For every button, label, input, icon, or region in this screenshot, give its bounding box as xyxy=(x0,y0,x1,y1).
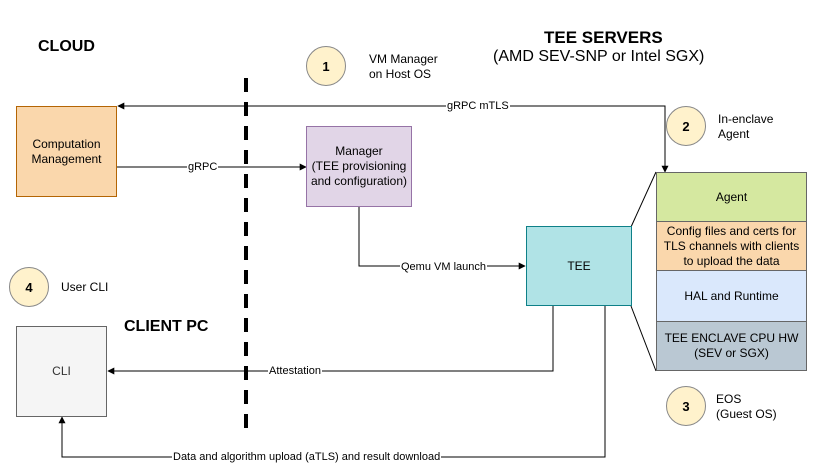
marker-4: 4 xyxy=(9,267,49,307)
marker-3-number: 3 xyxy=(682,398,690,414)
grpc-mtls-edge xyxy=(117,102,669,173)
qemu-edge xyxy=(358,207,526,270)
zoom-line-top xyxy=(630,171,657,228)
marker-1-number: 1 xyxy=(322,58,330,74)
marker-1-note: VM Manager on Host OS xyxy=(369,52,438,81)
enclave-config-layer[interactable]: Config files and certs for TLS channels … xyxy=(656,221,807,271)
marker-1: 1 xyxy=(306,46,346,86)
marker-3-note: EOS (Guest OS) xyxy=(716,392,777,421)
cli-box[interactable]: CLI xyxy=(16,326,107,417)
grpc-label: gRPC xyxy=(187,161,219,173)
qemu-label: Qemu VM launch xyxy=(400,261,487,273)
grpc-mtls-label: gRPC mTLS xyxy=(446,100,510,112)
attestation-label: Attestation xyxy=(268,365,322,377)
tee-servers-heading: TEE SERVERS xyxy=(544,28,663,47)
marker-2-note: In-enclave Agent xyxy=(718,112,774,141)
marker-2: 2 xyxy=(666,106,706,146)
data-upload-label: Data and algorithm upload (aTLS) and res… xyxy=(172,451,442,463)
marker-3: 3 xyxy=(666,386,706,426)
client-pc-heading: CLIENT PC xyxy=(124,318,209,335)
cloud-heading: CLOUD xyxy=(38,38,95,55)
tee-box[interactable]: TEE xyxy=(526,226,632,306)
zoom-line-bottom xyxy=(630,305,657,372)
marker-4-number: 4 xyxy=(25,279,33,295)
marker-4-note: User CLI xyxy=(61,280,109,294)
manager-box[interactable]: Manager (TEE provisioning and configurat… xyxy=(306,126,412,207)
enclave-agent-layer[interactable]: Agent xyxy=(656,172,807,222)
marker-2-number: 2 xyxy=(682,118,690,134)
enclave-hal-runtime-layer[interactable]: HAL and Runtime xyxy=(656,270,807,322)
enclave-cpu-hw-layer[interactable]: TEE ENCLAVE CPU HW (SEV or SGX) xyxy=(656,321,807,371)
attestation-edge xyxy=(107,306,554,375)
computation-management-box[interactable]: Computation Management xyxy=(16,106,117,197)
tee-servers-subheading: (AMD SEV-SNP or Intel SGX) xyxy=(493,48,705,65)
